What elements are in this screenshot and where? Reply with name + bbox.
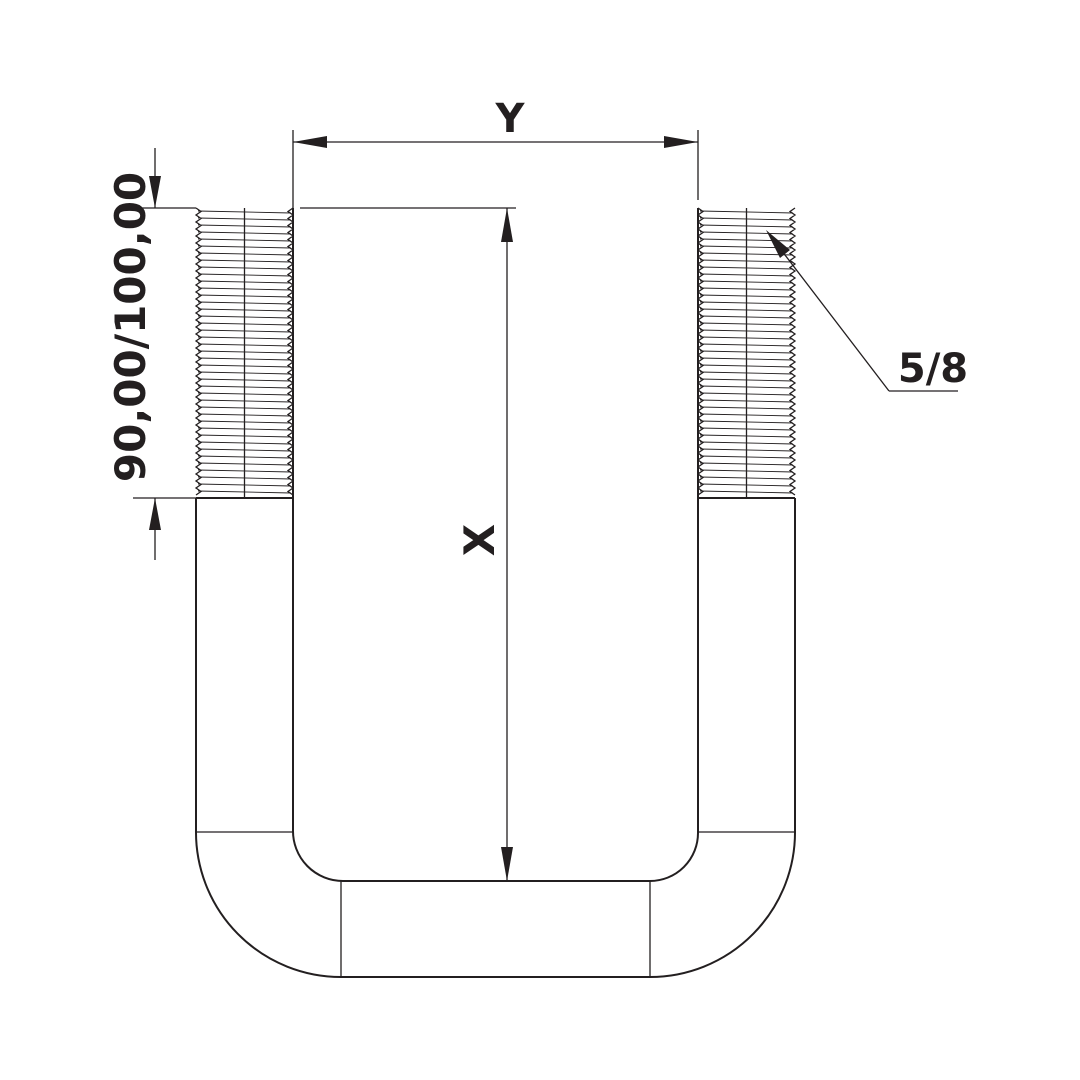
y-dimension: Y [292, 96, 699, 208]
x-dimension-label: X [455, 524, 504, 556]
thread-length-label: 90,00/100,00 [106, 172, 155, 482]
thread-profile [788, 207, 797, 496]
thread-length-dimension: 90,00/100,00 [106, 148, 196, 560]
x-arrow-top [501, 208, 513, 242]
thread-profile [194, 207, 203, 496]
y-arrow-left [293, 136, 327, 148]
u-bolt-inner-contour [291, 208, 699, 882]
thread-size-label: 5/8 [898, 346, 968, 392]
y-dimension-label: Y [495, 96, 526, 142]
u-bolt-outer-contour [194, 498, 797, 978]
thread-length-arrow-top [149, 176, 161, 208]
y-arrow-right [664, 136, 698, 148]
right-thread [696, 207, 797, 498]
thread-profile [286, 207, 295, 496]
x-dimension: X [300, 207, 516, 881]
thread-length-arrow-bottom [149, 498, 161, 530]
thread-size-arrow [766, 230, 790, 258]
thread-size-leader [771, 237, 890, 392]
u-bolt-body [194, 208, 797, 978]
x-arrow-bottom [501, 847, 513, 881]
left-thread [194, 207, 295, 498]
thread-size-callout: 5/8 [766, 230, 968, 392]
